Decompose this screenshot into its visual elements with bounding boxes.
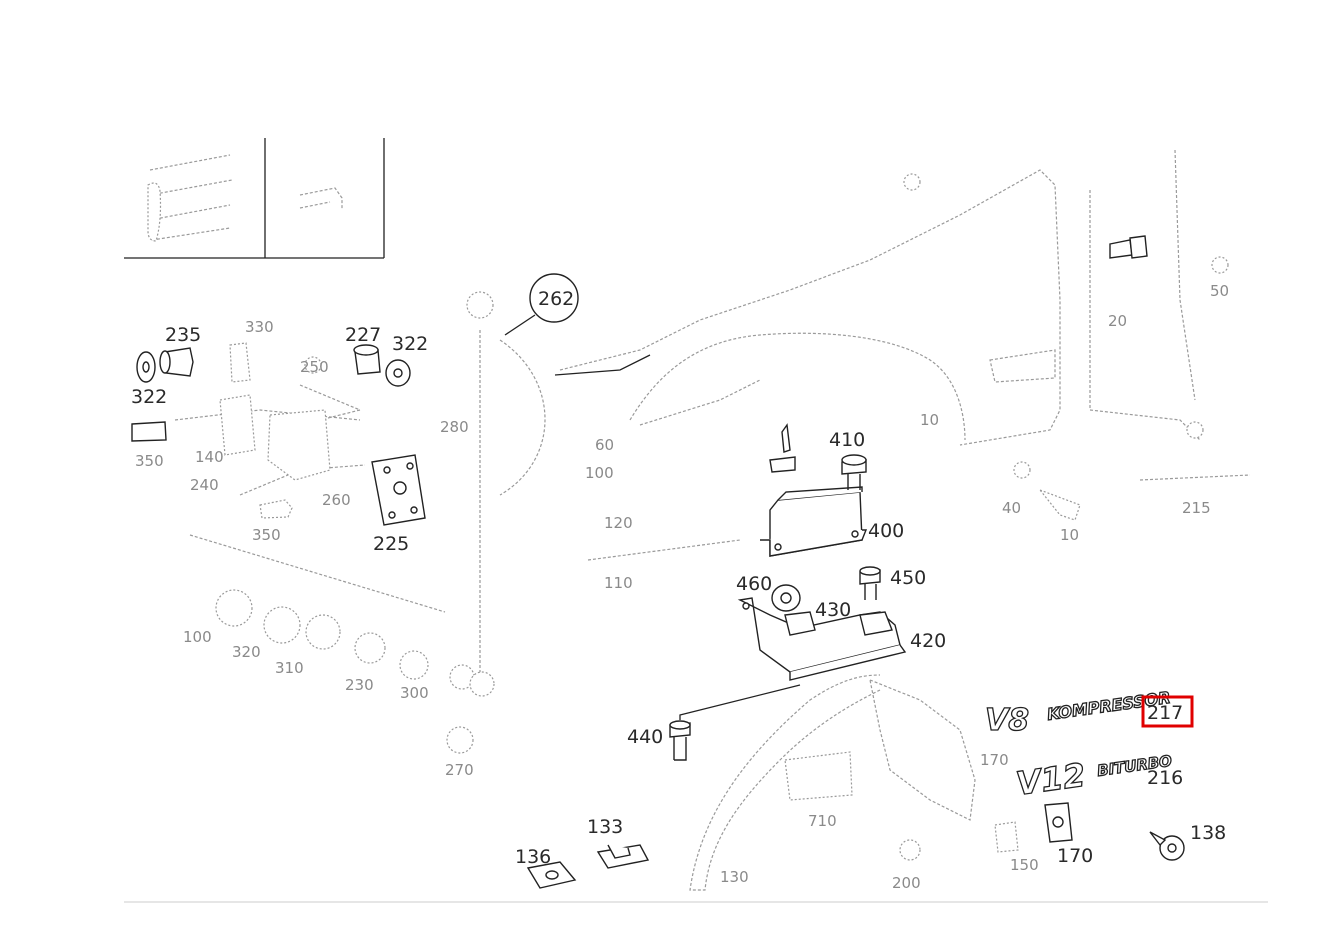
bracket-assembly bbox=[669, 423, 907, 761]
faint-labels: 330 250 350 140 240 260 350 280 100 320 … bbox=[135, 282, 1229, 892]
highlight-box-217 bbox=[1141, 695, 1194, 728]
label-440[interactable]: 440 bbox=[627, 726, 663, 748]
label-227[interactable]: 227 bbox=[345, 324, 381, 346]
label-225[interactable]: 225 bbox=[373, 533, 409, 555]
label-400[interactable]: 400 bbox=[868, 520, 904, 542]
svg-text:100: 100 bbox=[585, 464, 614, 482]
label-450[interactable]: 450 bbox=[890, 567, 926, 589]
label-133[interactable]: 133 bbox=[587, 816, 623, 838]
label-235[interactable]: 235 bbox=[165, 324, 201, 346]
label-215[interactable]: 215 bbox=[1182, 499, 1211, 517]
svg-text:320: 320 bbox=[232, 643, 261, 661]
svg-text:20: 20 bbox=[1108, 312, 1127, 330]
svg-text:130: 130 bbox=[720, 868, 749, 886]
label-170[interactable]: 170 bbox=[1057, 845, 1093, 867]
svg-text:710: 710 bbox=[808, 812, 837, 830]
label-136[interactable]: 136 bbox=[515, 846, 551, 868]
svg-text:50: 50 bbox=[1210, 282, 1229, 300]
svg-text:310: 310 bbox=[275, 659, 304, 677]
svg-text:V12: V12 bbox=[1014, 756, 1088, 803]
svg-text:240: 240 bbox=[190, 476, 219, 494]
label-410[interactable]: 410 bbox=[829, 429, 865, 451]
bottom-clips bbox=[526, 173, 1229, 889]
label-322[interactable]: 322 bbox=[392, 333, 428, 355]
svg-text:230: 230 bbox=[345, 676, 374, 694]
inset-detail bbox=[124, 138, 385, 259]
left-parts bbox=[131, 291, 495, 754]
label-322[interactable]: 322 bbox=[131, 386, 167, 408]
part-number-labels: 262 235 227 322 322 225 410 400 460 450 … bbox=[131, 288, 1226, 868]
label-138[interactable]: 138 bbox=[1190, 822, 1226, 844]
svg-text:120: 120 bbox=[604, 514, 633, 532]
svg-text:60: 60 bbox=[595, 436, 614, 454]
svg-text:10: 10 bbox=[920, 411, 939, 429]
svg-text:110: 110 bbox=[604, 574, 633, 592]
svg-text:140: 140 bbox=[195, 448, 224, 466]
fender-outline bbox=[559, 149, 1201, 891]
svg-text:330: 330 bbox=[245, 318, 274, 336]
label-430[interactable]: 430 bbox=[815, 599, 851, 621]
svg-text:10: 10 bbox=[1060, 526, 1079, 544]
svg-text:300: 300 bbox=[400, 684, 429, 702]
callout-circle-262 bbox=[529, 273, 579, 323]
label-262[interactable]: 262 bbox=[538, 288, 574, 310]
svg-text:40: 40 bbox=[1002, 499, 1021, 517]
svg-text:150: 150 bbox=[1010, 856, 1039, 874]
svg-text:350: 350 bbox=[252, 526, 281, 544]
svg-text:170: 170 bbox=[980, 751, 1009, 769]
label-217[interactable]: 217 bbox=[1147, 702, 1183, 724]
svg-text:260: 260 bbox=[322, 491, 351, 509]
label-420[interactable]: 420 bbox=[910, 630, 946, 652]
svg-text:100: 100 bbox=[183, 628, 212, 646]
svg-text:250: 250 bbox=[300, 358, 329, 376]
svg-text:350: 350 bbox=[135, 452, 164, 470]
leader-lines bbox=[174, 314, 1251, 720]
svg-text:200: 200 bbox=[892, 874, 921, 892]
label-460[interactable]: 460 bbox=[736, 573, 772, 595]
label-216[interactable]: 216 bbox=[1147, 767, 1183, 789]
svg-text:V8: V8 bbox=[985, 703, 1029, 738]
svg-text:270: 270 bbox=[445, 761, 474, 779]
svg-text:280: 280 bbox=[440, 418, 469, 436]
